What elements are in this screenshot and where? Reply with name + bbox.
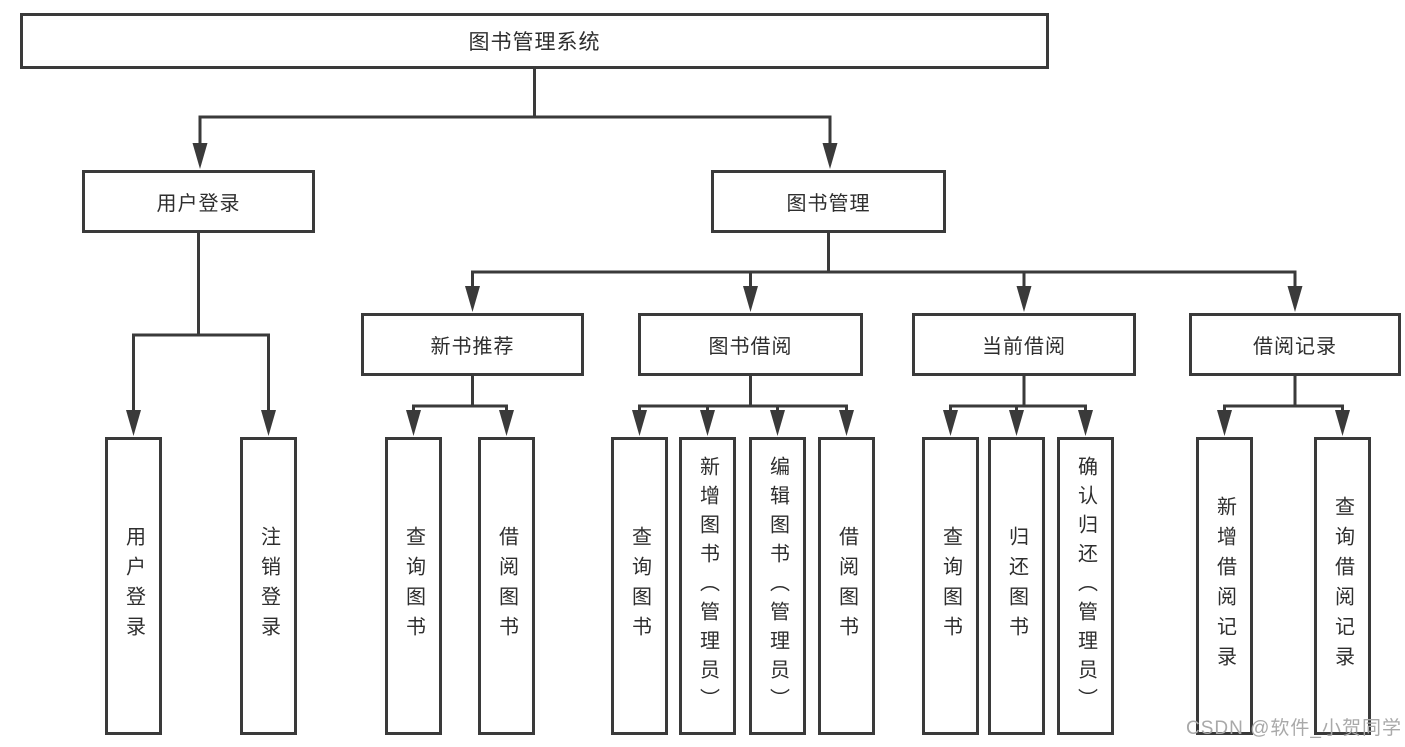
leaf-user-login: 用户登录 (105, 437, 162, 735)
node-root-system: 图书管理系统 (20, 13, 1049, 69)
leaf-current-query-books: 查询图书 (922, 437, 979, 735)
leaf-records-add-record: 新增借阅记录 (1196, 437, 1253, 735)
leaf-current-confirm-return-admin: 确认归还（管理员） (1057, 437, 1114, 735)
node-book-borrow: 图书借阅 (638, 313, 863, 376)
leaf-borrow-query-books: 查询图书 (611, 437, 668, 735)
leaf-borrow-borrow-books: 借阅图书 (818, 437, 875, 735)
leaf-current-return-books: 归还图书 (988, 437, 1045, 735)
node-user-login: 用户登录 (82, 170, 315, 233)
csdn-watermark: CSDN @软件_小贺同学 (1186, 718, 1402, 739)
leaf-recommend-borrow-books: 借阅图书 (478, 437, 535, 735)
leaf-recommend-query-books: 查询图书 (385, 437, 442, 735)
node-new-book-recommend: 新书推荐 (361, 313, 584, 376)
node-book-management: 图书管理 (711, 170, 946, 233)
node-current-borrow: 当前借阅 (912, 313, 1136, 376)
leaf-borrow-add-books-admin: 新增图书（管理员） (679, 437, 736, 735)
leaf-records-query-record: 查询借阅记录 (1314, 437, 1371, 735)
node-borrow-records: 借阅记录 (1189, 313, 1401, 376)
leaf-logout: 注销登录 (240, 437, 297, 735)
leaf-borrow-edit-books-admin: 编辑图书（管理员） (749, 437, 806, 735)
